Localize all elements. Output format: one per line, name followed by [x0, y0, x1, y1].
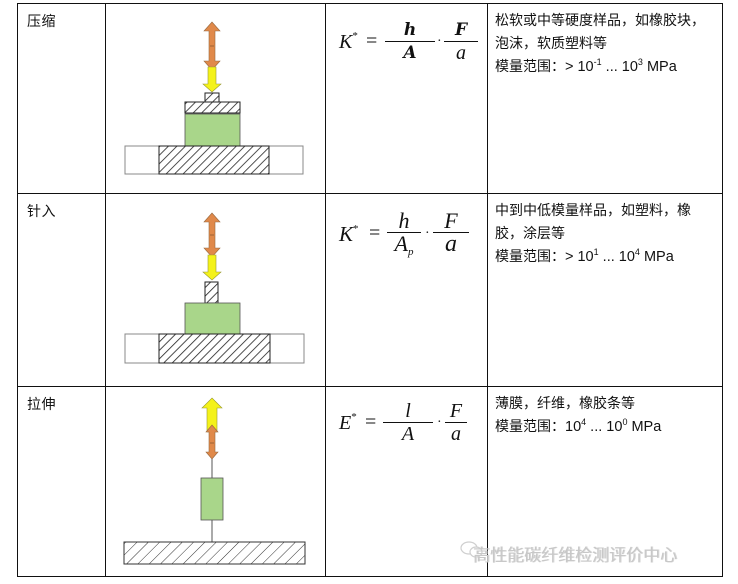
- penetration-probe: [204, 281, 219, 304]
- col-divider-3: [487, 3, 488, 577]
- sample-types: 薄膜，纤维，橡胶条等: [495, 396, 635, 412]
- row-divider-2: [17, 386, 723, 387]
- modulus-range: > 10-1 ... 103 MPa: [565, 57, 677, 76]
- table-border-top: [17, 3, 723, 4]
- table-row: 拉伸: [17, 386, 105, 576]
- upper-plate: [184, 101, 241, 114]
- range-label: 模量范围：: [495, 419, 565, 435]
- formula-cell: E* = l A · F a: [325, 386, 487, 576]
- method-label: 压缩: [27, 14, 56, 30]
- modulus-range: 104 ... 100 MPa: [565, 417, 662, 436]
- force-arrow-icon: [202, 66, 222, 93]
- lower-plate: [158, 333, 271, 364]
- table-border-right: [722, 3, 723, 577]
- sample-block: [184, 113, 241, 147]
- table-row: 针入: [17, 193, 105, 386]
- formula-cell: K* = h Ap · F a: [325, 193, 487, 386]
- description-cell: 薄膜，纤维，橡胶条等 模量范围：104 ... 100 MPa: [487, 386, 722, 576]
- sample-types: 中到中低模量样品，如塑料，橡胶，涂层等: [495, 203, 691, 242]
- multiply-dot: ·: [437, 34, 442, 49]
- range-label: 模量范围：: [495, 249, 565, 265]
- formula-lhs: E*: [339, 411, 357, 434]
- lower-plate: [158, 145, 270, 175]
- compression-diagram: [124, 21, 304, 175]
- multiply-dot: ·: [437, 415, 442, 430]
- col-divider-2: [325, 3, 326, 577]
- sample-strip: [200, 477, 224, 521]
- fraction-h-over-A: h A: [385, 19, 435, 64]
- sample-types: 松软或中等硬度样品，如橡胶块，泡沫，软质塑料等: [495, 13, 705, 52]
- multiply-dot: ·: [425, 226, 430, 241]
- force-arrow-icon: [202, 254, 222, 281]
- formula-lhs: K*: [339, 30, 358, 53]
- formula-cell: K* = h A · F a: [325, 3, 487, 193]
- description: 松软或中等硬度样品，如橡胶块，泡沫，软质塑料等 模量范围：> 10-1 ... …: [495, 10, 717, 79]
- fraction-h-over-Ap: h Ap: [387, 210, 421, 258]
- description: 薄膜，纤维，橡胶条等 模量范围：104 ... 100 MPa: [495, 393, 717, 439]
- fraction-F-over-a: F a: [445, 400, 467, 445]
- displacement-arrow-icon: [203, 21, 221, 71]
- fraction-F-over-a: F a: [433, 210, 469, 256]
- modulus-range: > 101 ... 104 MPa: [565, 247, 674, 266]
- table-border-left: [17, 3, 18, 577]
- method-label: 针入: [27, 204, 56, 220]
- description: 中到中低模量样品，如塑料，橡胶，涂层等 模量范围：> 101 ... 104 M…: [495, 200, 717, 269]
- formula: K* = h A · F a: [339, 19, 489, 69]
- equals-sign: =: [365, 411, 377, 433]
- table-row: 压缩: [17, 3, 105, 193]
- equals-sign: =: [369, 222, 381, 244]
- formula-lhs: K*: [339, 222, 359, 246]
- description-cell: 松软或中等硬度样品，如橡胶块，泡沫，软质塑料等 模量范围：> 10-1 ... …: [487, 3, 722, 193]
- watermark: 高性能碳纤维检测评价中心: [473, 546, 677, 566]
- fraction-l-over-A: l A: [383, 400, 433, 445]
- fraction-F-over-a: F a: [444, 19, 478, 64]
- method-label: 拉伸: [27, 397, 56, 413]
- formula: K* = h Ap · F a: [339, 210, 489, 266]
- equals-sign: =: [366, 30, 378, 52]
- fixed-base: [123, 541, 306, 565]
- displacement-arrow-icon: [203, 212, 221, 258]
- wechat-icon: [460, 541, 483, 558]
- description-cell: 中到中低模量样品，如塑料，橡胶，涂层等 模量范围：> 101 ... 104 M…: [487, 193, 722, 386]
- dma-mode-table: 压缩 K* = h A · F a 松软或中等硬度样品，如橡胶块，泡沫，软质塑料…: [17, 3, 723, 577]
- displacement-arrow-icon: [205, 424, 219, 460]
- probe-stub: [204, 92, 220, 103]
- range-label: 模量范围：: [495, 59, 565, 75]
- row-divider-1: [17, 193, 723, 194]
- table-border-bottom: [17, 576, 723, 577]
- formula: E* = l A · F a: [339, 400, 489, 450]
- tension-diagram: [123, 397, 306, 565]
- penetration-diagram: [124, 212, 305, 364]
- sample-block: [184, 302, 241, 335]
- col-divider-1: [105, 3, 106, 577]
